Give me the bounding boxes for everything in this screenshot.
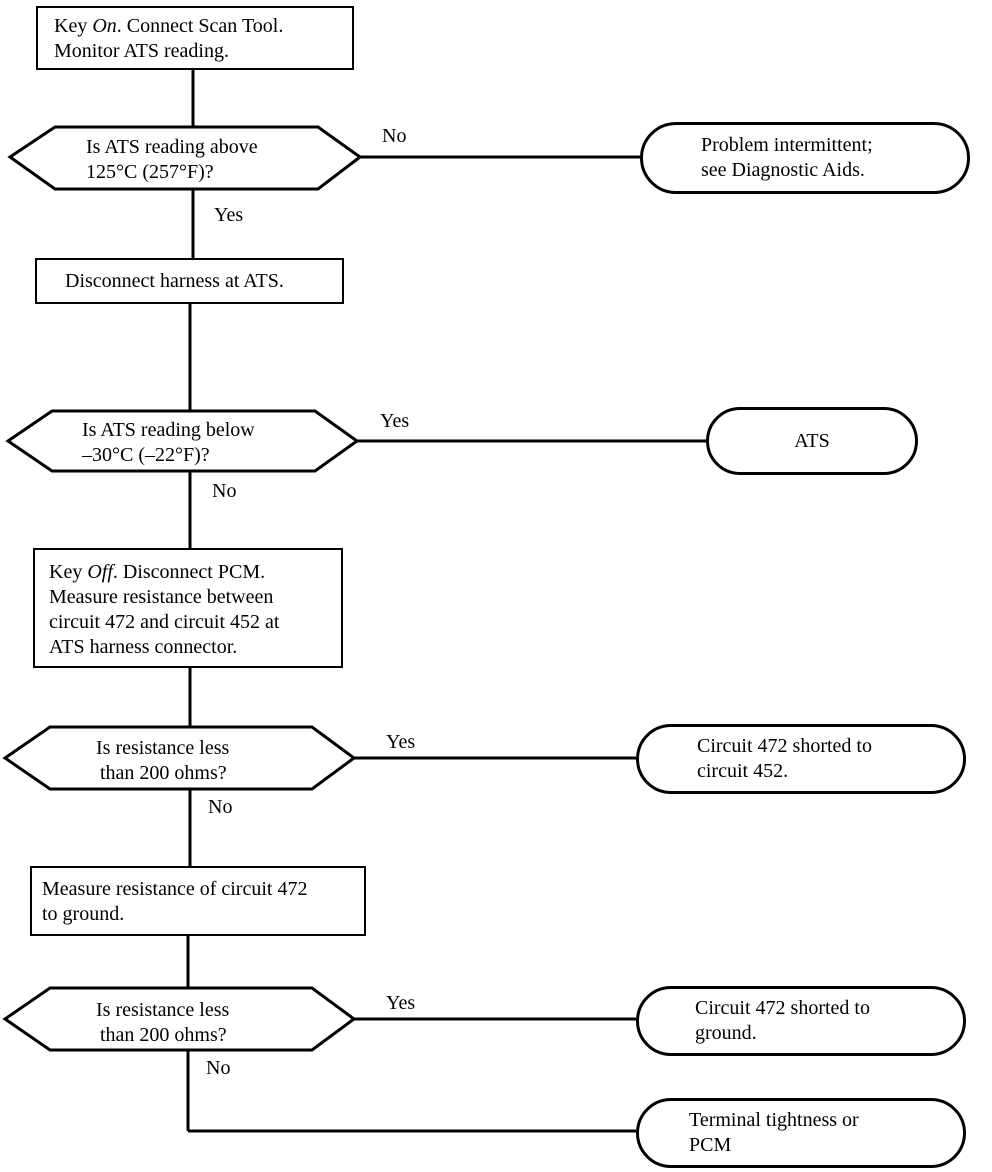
step-disconnect-harness-box: Disconnect harness at ATS.	[35, 258, 344, 304]
decision-shape-4	[2, 986, 357, 1052]
outcome-terminal-tightness-pcm: Terminal tightness or PCM	[636, 1098, 966, 1168]
outcome-short-ground: Circuit 472 shorted to ground.	[636, 986, 966, 1056]
decision2-line2: –30°C (–22°F)?	[82, 444, 210, 466]
step4-line2: to ground.	[42, 903, 125, 925]
decision-resistance-ground-text: Is resistance less than 200 ohms?	[96, 998, 326, 1048]
step-key-off-box: Key Off. Disconnect PCM. Measure resista…	[33, 548, 343, 668]
label-d4-no: No	[206, 1057, 231, 1079]
outcome-problem-intermittent: Problem intermittent; see Diagnostic Aid…	[640, 122, 970, 194]
decision4-line2: than 200 ohms?	[100, 1024, 227, 1046]
step4-line1: Measure resistance of circuit 472	[42, 878, 308, 900]
outcome3-line2: circuit 452.	[697, 760, 789, 782]
step1-line1: Key On. Connect Scan Tool.	[54, 15, 284, 37]
decision-resistance-circuit452-text: Is resistance less than 200 ohms?	[96, 736, 326, 786]
decision3-line1: Is resistance less	[96, 737, 230, 759]
decision4-line1: Is resistance less	[96, 999, 230, 1021]
label-d2-no: No	[212, 480, 237, 502]
outcome-short-circuit452: Circuit 472 shorted to circuit 452.	[636, 724, 966, 794]
label-d1-no: No	[382, 125, 407, 147]
decision-ats-above-text: Is ATS reading above 125°C (257°F)?	[86, 135, 336, 185]
decision1-line2: 125°C (257°F)?	[86, 161, 214, 183]
decision-shape-1	[7, 125, 363, 191]
decision-shape-2	[5, 409, 360, 473]
outcome4-line2: ground.	[695, 1022, 757, 1044]
outcome5-line1: Terminal tightness or	[689, 1109, 859, 1131]
outcome2-line1: ATS	[794, 429, 830, 452]
step-key-on-box: Key On. Connect Scan Tool. Monitor ATS r…	[36, 6, 354, 70]
decision-ats-below-text: Is ATS reading below –30°C (–22°F)?	[82, 418, 332, 468]
step3-line4: ATS harness connector.	[49, 636, 238, 658]
step3-line2: Measure resistance between	[49, 586, 274, 608]
outcome5-line2: PCM	[689, 1134, 732, 1156]
label-d4-yes: Yes	[386, 992, 416, 1014]
decision-shape-3	[2, 725, 357, 791]
outcome4-line1: Circuit 472 shorted to	[695, 997, 870, 1019]
step2-line1: Disconnect harness at ATS.	[65, 270, 284, 292]
step3-line1: Key Off. Disconnect PCM.	[49, 561, 266, 583]
label-d1-yes: Yes	[214, 204, 244, 226]
label-d3-no: No	[208, 796, 233, 818]
outcome1-line1: Problem intermittent;	[701, 134, 873, 156]
label-d3-yes: Yes	[386, 731, 416, 753]
outcome1-line2: see Diagnostic Aids.	[701, 159, 865, 181]
decision2-line1: Is ATS reading below	[82, 419, 255, 441]
step-measure-ground-box: Measure resistance of circuit 472 to gro…	[30, 866, 366, 936]
outcome3-line1: Circuit 472 shorted to	[697, 735, 872, 757]
step3-line3: circuit 472 and circuit 452 at	[49, 611, 280, 633]
outcome-ats: ATS	[706, 407, 918, 475]
decision1-line1: Is ATS reading above	[86, 136, 258, 158]
step1-line2: Monitor ATS reading.	[54, 40, 229, 62]
decision3-line2: than 200 ohms?	[100, 762, 227, 784]
label-d2-yes: Yes	[380, 410, 410, 432]
